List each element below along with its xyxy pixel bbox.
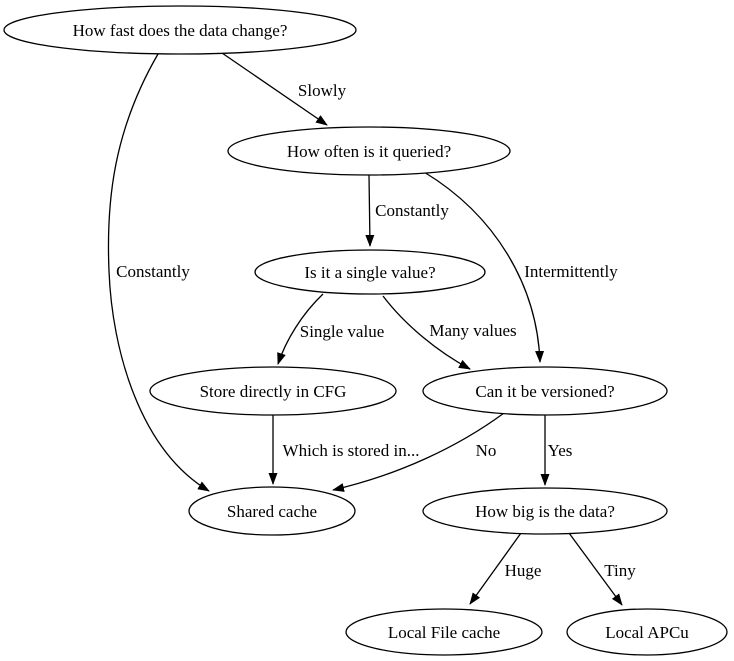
edge-label-yes: Yes bbox=[548, 441, 573, 460]
edge-single-versioned bbox=[382, 295, 471, 370]
edge-label-constantly-left: Constantly bbox=[116, 262, 190, 281]
edge-label-single-value: Single value bbox=[300, 322, 385, 341]
edge-change-shared bbox=[107, 53, 210, 492]
node-apcu-shape bbox=[566, 608, 728, 656]
node-shared-label: Shared cache bbox=[227, 502, 317, 521]
node-change-shape bbox=[3, 5, 357, 55]
node-versioned-shape bbox=[422, 366, 668, 416]
node-cfg: Store directly in CFG bbox=[149, 366, 397, 416]
edge-label-many-values: Many values bbox=[429, 321, 516, 340]
edge-label-no: No bbox=[476, 441, 497, 460]
edge-big-apcu bbox=[568, 532, 623, 606]
edge-label-huge: Huge bbox=[505, 561, 542, 580]
edge-queried-versioned bbox=[423, 171, 545, 363]
edge-label-intermittently: Intermittently bbox=[524, 262, 618, 281]
node-single-shape bbox=[254, 249, 486, 295]
node-versioned-label: Can it be versioned? bbox=[475, 382, 614, 401]
node-big-label: How big is the data? bbox=[475, 502, 615, 521]
node-shared: Shared cache bbox=[188, 486, 356, 536]
node-big: How big is the data? bbox=[422, 487, 668, 535]
node-file: Local File cache bbox=[345, 608, 543, 656]
node-group: How fast does the data change? How often… bbox=[3, 5, 728, 656]
edge-label-constantly-mid: Constantly bbox=[375, 201, 449, 220]
node-queried: How often is it queried? bbox=[227, 126, 511, 176]
node-file-label: Local File cache bbox=[388, 623, 500, 642]
node-single-label: Is it a single value? bbox=[304, 263, 435, 282]
node-big-shape bbox=[422, 487, 668, 535]
node-single: Is it a single value? bbox=[254, 249, 486, 295]
edge-group bbox=[107, 52, 623, 606]
edge-single-cfg bbox=[277, 293, 324, 365]
edge-label-tiny: Tiny bbox=[604, 561, 636, 580]
edge-versioned-shared bbox=[332, 412, 505, 492]
edge-label-slowly: Slowly bbox=[298, 81, 347, 100]
node-change-label: How fast does the data change? bbox=[73, 21, 288, 40]
edge-label-group: Slowly Constantly Constantly Intermitten… bbox=[116, 81, 636, 580]
node-cfg-label: Store directly in CFG bbox=[200, 382, 347, 401]
edge-queried-single bbox=[365, 174, 375, 247]
node-file-shape bbox=[345, 608, 543, 656]
edge-label-which-stored-in: Which is stored in... bbox=[283, 441, 420, 460]
node-cfg-shape bbox=[149, 366, 397, 416]
node-apcu: Local APCu bbox=[566, 608, 728, 656]
node-queried-shape bbox=[227, 126, 511, 176]
edge-change-queried bbox=[221, 52, 328, 126]
node-apcu-label: Local APCu bbox=[605, 623, 689, 642]
node-shared-shape bbox=[188, 486, 356, 536]
node-versioned: Can it be versioned? bbox=[422, 366, 668, 416]
node-queried-label: How often is it queried? bbox=[287, 142, 451, 161]
node-change: How fast does the data change? bbox=[3, 5, 357, 55]
edge-big-file bbox=[469, 532, 522, 605]
